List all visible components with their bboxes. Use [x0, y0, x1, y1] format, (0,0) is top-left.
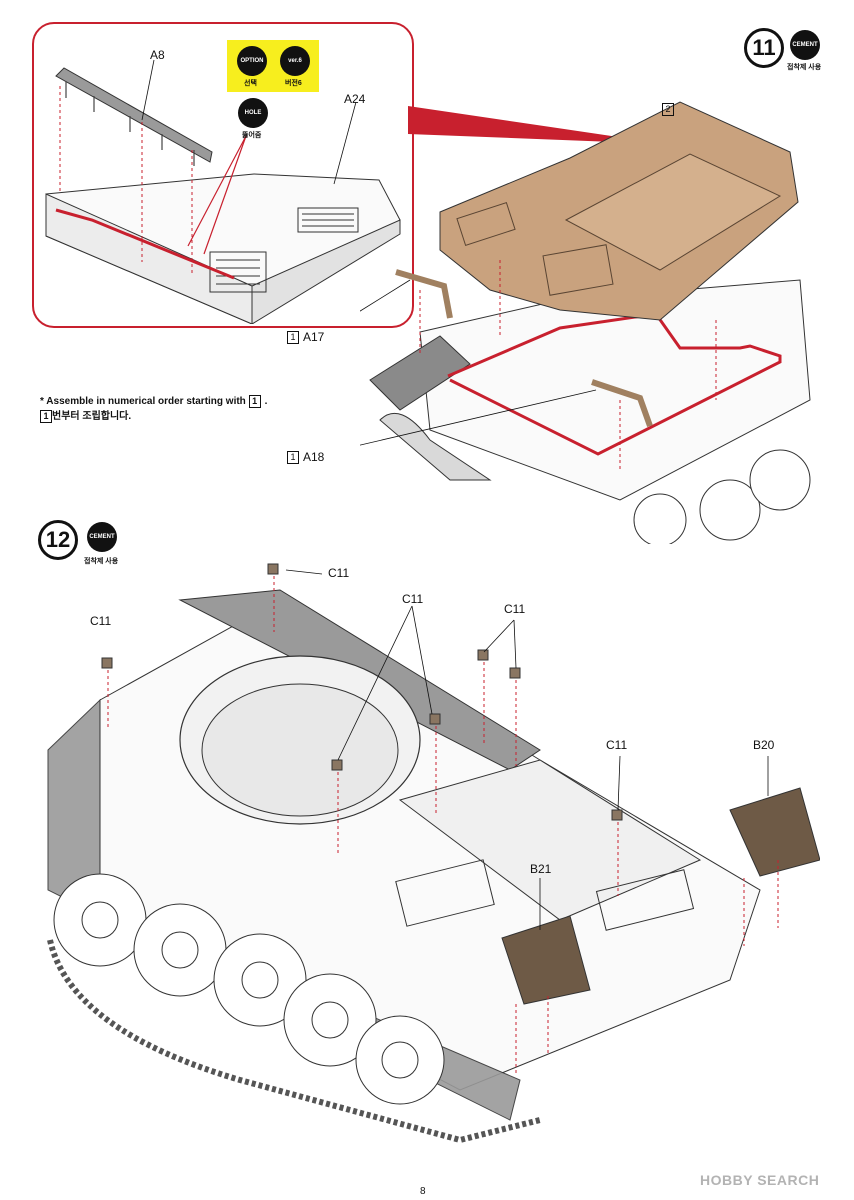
inset-drawing — [45, 59, 401, 324]
inset-pointer — [408, 106, 666, 144]
watermark: HOBBY SEARCH — [700, 1172, 820, 1188]
part-c11-label-1: C11 — [328, 566, 350, 580]
step-11-number: 11 — [744, 28, 784, 68]
inset-label-a8: A8 — [150, 48, 165, 62]
step-11-drawing — [360, 101, 811, 544]
part-b20-label: B20 — [753, 738, 775, 752]
cement-badge-11: CEMENT — [790, 30, 820, 60]
part-c11-label-3: C11 — [402, 592, 424, 606]
part-c11-label-2: C11 — [90, 614, 112, 628]
part-a17-label: 1 A17 — [287, 330, 325, 345]
part-2-box: 2 — [662, 102, 678, 117]
part-c11-label-5: C11 — [606, 738, 628, 752]
part-a18-label: 1 A18 — [287, 450, 325, 465]
assembly-note-korean-text: 번부터 조립합니다. — [52, 411, 132, 422]
assembly-note-english-text: * Assemble in numerical order starting w… — [40, 396, 246, 407]
page-number: 8 — [420, 1186, 426, 1197]
version-caption: 버전6 — [285, 80, 302, 87]
version-badge: ver.6 — [280, 46, 310, 76]
hole-badge: HOLE — [238, 98, 268, 128]
part-a18-code: A18 — [303, 450, 325, 464]
part-2-box-number: 2 — [662, 103, 674, 117]
assembly-note-english: * Assemble in numerical order starting w… — [40, 394, 267, 409]
cement-badge-12: CEMENT — [87, 522, 117, 552]
assembly-note-english-box: 1 — [248, 394, 261, 408]
part-a17-code: A17 — [303, 330, 325, 344]
part-a18-box: 1 — [287, 451, 299, 465]
assembly-note: * Assemble in numerical order starting w… — [40, 394, 267, 424]
cement-caption-11: 접착제 사용 — [787, 64, 822, 71]
option-badge: OPTION — [237, 46, 267, 76]
assembly-note-korean-box: 1 — [40, 409, 52, 423]
cement-caption-12: 접착제 사용 — [84, 558, 119, 565]
step-12-number: 12 — [38, 520, 78, 560]
part-c11-label-4: C11 — [504, 602, 526, 616]
detail-inset-frame — [32, 22, 414, 328]
assembly-note-english-end: . — [264, 396, 268, 407]
inset-label-a24: A24 — [344, 92, 366, 106]
hole-caption: 뚫어줌 — [242, 132, 262, 139]
step-12-drawing — [47, 563, 820, 1144]
option-caption: 선택 — [244, 80, 257, 87]
part-b21-label: B21 — [530, 862, 552, 876]
part-a17-box: 1 — [287, 331, 299, 345]
